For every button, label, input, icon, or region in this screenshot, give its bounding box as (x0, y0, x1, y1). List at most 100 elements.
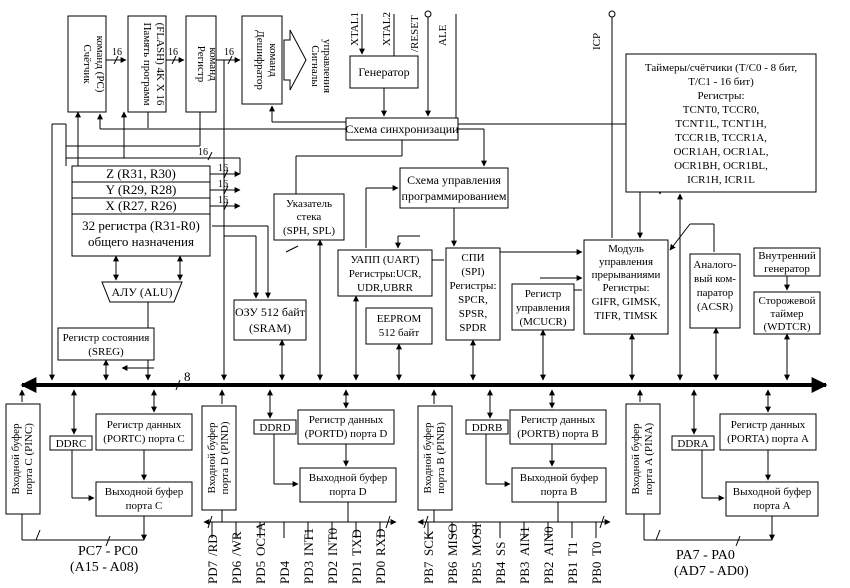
port-d-data-register: Регистр данных (PORTD) порта D (297, 409, 395, 445)
port-d-pin-4: PD3 (301, 561, 316, 584)
port-a-input-buffer: Входной буфер порта A (PINA) (625, 403, 661, 515)
svg-text:Регистр данных: Регистр данных (521, 414, 596, 426)
port-a-data-register: Регистр данных (PORTA) порта A (719, 413, 817, 451)
control-signals: Сигналы управления (283, 29, 333, 93)
svg-text:16: 16 (218, 163, 228, 174)
port-d-pin-2: PD5 (253, 561, 268, 584)
svg-text:общего назначения: общего назначения (88, 234, 194, 249)
timers-counters: Таймеры/счётчики (T/C0 - 8 бит, T/C1 - 1… (625, 53, 817, 193)
internal-oscillator: Внутренний генератор (753, 247, 821, 277)
svg-text:(PORTC) порта C: (PORTC) порта C (103, 433, 185, 445)
svg-text:УАПП (UART): УАПП (UART) (351, 254, 420, 266)
port-c-output-buffer: Выходной буфер порта C (95, 481, 193, 517)
port-b-alt-7: T0 (589, 542, 604, 556)
port-d-pin-0: PD7 (205, 560, 220, 584)
watchdog-timer: Сторожевой таймер (WDTCR) (753, 291, 821, 335)
svg-text:команд: команд (207, 47, 219, 81)
svg-text:16: 16 (168, 47, 178, 58)
svg-text:Сторожевой: Сторожевой (759, 295, 816, 307)
svg-text:DDRA: DDRA (677, 438, 708, 450)
svg-text:управления: управления (599, 256, 653, 268)
program-counter: Счётчик команд (PC) (67, 15, 107, 113)
svg-text:Выходной буфер: Выходной буфер (520, 472, 599, 484)
svg-text:Регистры:: Регистры: (697, 90, 744, 102)
svg-text:16: 16 (218, 195, 228, 206)
gp-registers: 32 регистра (R31-R0) (82, 218, 200, 233)
svg-text:512 байт: 512 байт (379, 327, 420, 339)
svg-text:порта C: порта C (126, 500, 163, 512)
port-c-input-buffer: Входной буфер порта C (PINC) (5, 403, 41, 515)
svg-text:Выходной буфер: Выходной буфер (105, 486, 184, 498)
sync-circuit: Схема синхронизации (345, 117, 459, 141)
port-d-pin-1: PD6 (229, 560, 244, 584)
svg-text:ОЗУ 512 байт: ОЗУ 512 байт (235, 305, 306, 319)
svg-text:SPCR,: SPCR, (458, 294, 488, 306)
svg-text:OCR1AH, OCR1AL,: OCR1AH, OCR1AL, (673, 146, 768, 158)
svg-text:GIFR, GIMSK,: GIFR, GIMSK, (592, 296, 661, 308)
uart: УАПП (UART) Регистры:UCR, UDR,UBRR (337, 249, 433, 297)
svg-text:Регистр данных: Регистр данных (731, 419, 806, 431)
port-b-pins: PB7SCKPB6MISOPB5MOSIPB4SSPB3AIN1PB2AIN0P… (421, 522, 604, 584)
svg-text:Регистр: Регистр (195, 46, 207, 83)
port-b-pin-6: PB1 (565, 562, 580, 584)
generator: Генератор (349, 55, 419, 89)
svg-text:DDRD: DDRD (259, 422, 290, 434)
port-d-alt-6: TXD (349, 529, 364, 556)
svg-text:16: 16 (224, 47, 234, 58)
svg-text:(SRAM): (SRAM) (249, 321, 291, 335)
port-c-pins: PC7 - PC0 (78, 544, 138, 559)
svg-text:управления: управления (516, 302, 570, 314)
svg-text:Регистры:: Регистры: (449, 280, 496, 292)
port-d-alt-0: /RD (205, 534, 220, 556)
port-a-output-buffer: Выходной буфер порта A (725, 481, 819, 517)
port-b-data-register: Регистр данных (PORTB) порта B (509, 409, 607, 445)
svg-text:(SPI): (SPI) (461, 266, 485, 278)
port-b-pin-5: PB2 (541, 562, 556, 584)
status-register: Регистр состояния (SREG) (57, 327, 155, 361)
svg-text:Регистры:UCR,: Регистры:UCR, (349, 268, 422, 280)
svg-text:(ACSR): (ACSR) (697, 301, 733, 313)
svg-text:Дешифратор: Дешифратор (254, 30, 266, 90)
port-b-pin-3: PB4 (493, 561, 508, 584)
svg-text:Входной буфер: Входной буфер (206, 422, 218, 493)
pin-ale: ALE (437, 24, 449, 46)
port-b-alt-1: MISO (445, 523, 460, 556)
svg-text:Модуль: Модуль (608, 243, 644, 255)
port-d-output-buffer: Выходной буфер порта D (299, 467, 397, 503)
svg-text:Указатель: Указатель (286, 198, 332, 210)
svg-text:Регистр данных: Регистр данных (309, 414, 384, 426)
svg-text:16: 16 (218, 179, 228, 190)
svg-text:СПИ: СПИ (461, 252, 484, 264)
svg-text:Входной буфер: Входной буфер (630, 423, 642, 494)
svg-text:порта D: порта D (329, 486, 366, 498)
svg-text:(SREG): (SREG) (88, 346, 124, 358)
svg-text:SPSR,: SPSR, (459, 308, 488, 320)
svg-text:Сигналы: Сигналы (309, 45, 321, 87)
instruction-decoder: Дешифратор команд (241, 15, 283, 105)
svg-text:(PORTD) порта D: (PORTD) порта D (305, 428, 388, 440)
port-b-alt-0: SCK (421, 530, 436, 556)
reg-x: X (R27, R26) (105, 198, 176, 213)
svg-text:TCCR1B, TCCR1A,: TCCR1B, TCCR1A, (675, 132, 767, 144)
svg-text:порта B (PINB): порта B (PINB) (435, 422, 447, 494)
svg-text:EEPROM: EEPROM (377, 313, 422, 325)
port-b-alt-6: T1 (565, 542, 580, 556)
programming-control: Схема управления программированием (399, 167, 509, 209)
svg-text:таймер: таймер (770, 308, 804, 320)
svg-text:Схема синхронизации: Схема синхронизации (345, 122, 459, 136)
svg-text:Выходной буфер: Выходной буфер (733, 486, 812, 498)
port-b-alt-3: SS (493, 542, 508, 556)
svg-text:Таймеры/счётчики (T/C0 - 8 бит: Таймеры/счётчики (T/C0 - 8 бит, (645, 62, 797, 74)
ddrc: DDRC (49, 435, 93, 451)
svg-text:Регистр данных: Регистр данных (107, 419, 182, 431)
pin-reset: /RESET (409, 15, 421, 52)
eeprom: EEPROM 512 байт (365, 307, 433, 345)
svg-text:команд: команд (267, 43, 279, 77)
port-b-input-buffer: Входной буфер порта B (PINB) (417, 405, 453, 511)
svg-text:TCNT1L, TCNT1H,: TCNT1L, TCNT1H, (675, 118, 766, 130)
port-b-pin-7: PB0 (589, 562, 604, 584)
port-b-pin-4: PB3 (517, 562, 532, 584)
svg-text:Входной буфер: Входной буфер (422, 422, 434, 493)
svg-text:(SPH, SPL): (SPH, SPL) (283, 225, 335, 237)
